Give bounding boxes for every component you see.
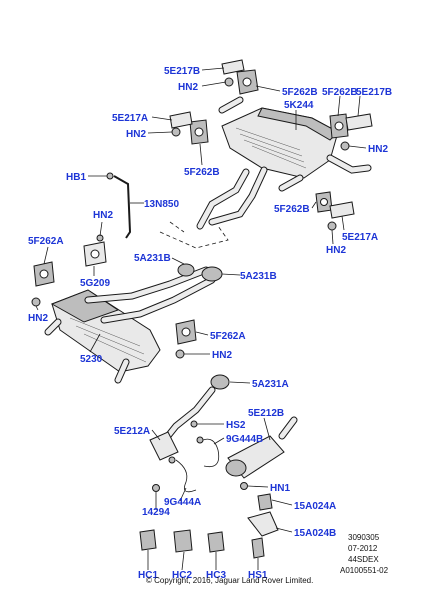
bracket-5E217A-right bbox=[329, 201, 355, 219]
callout-HC2: HC2 bbox=[172, 570, 192, 581]
front-connecting-pipes bbox=[84, 266, 216, 324]
callout-HN2-top: HN2 bbox=[178, 82, 198, 93]
callout-labels: 5E217B HN2 5F262B 5F262B 5E217B 5K244 5E… bbox=[28, 66, 392, 581]
callout-HN2-muffler: HN2 bbox=[212, 350, 232, 361]
callout-5F262B-right-top: 5F262B bbox=[322, 87, 358, 98]
callout-HC1: HC1 bbox=[138, 570, 158, 581]
hanger-5F262B-top-left bbox=[236, 69, 259, 95]
callout-HN2-far-left: HN2 bbox=[28, 313, 48, 324]
callout-HN2-lower-right: HN2 bbox=[326, 245, 346, 256]
clamp-HC2 bbox=[173, 529, 193, 553]
callout-9G444A: 9G444A bbox=[164, 497, 201, 508]
callout-15A024A: 15A024A bbox=[294, 501, 336, 512]
catalyst-5E212B bbox=[225, 416, 298, 479]
oxygen-sensor-9G444B bbox=[196, 436, 220, 468]
callout-5E217A-top: 5E217A bbox=[112, 113, 148, 124]
leader-lines bbox=[35, 67, 367, 571]
line-art bbox=[31, 59, 373, 559]
nut-HN1 bbox=[240, 482, 248, 490]
callout-5E217A-right: 5E217A bbox=[342, 232, 378, 243]
clamp-HC3 bbox=[207, 531, 225, 553]
callout-5F262B-top: 5F262B bbox=[282, 87, 318, 98]
callout-13N850: 13N850 bbox=[144, 199, 179, 210]
copyright-notice: © Copyright, 2016, Jaguar Land Rover Lim… bbox=[146, 576, 313, 585]
callout-5A231B-left: 5A231B bbox=[134, 253, 171, 264]
hanger-5G209 bbox=[83, 234, 107, 267]
callout-HS1: HS1 bbox=[248, 570, 268, 581]
oxygen-sensor-9G444A bbox=[168, 456, 197, 493]
callout-5K244: 5K244 bbox=[284, 100, 314, 111]
callout-5F262A-right: 5F262A bbox=[210, 331, 246, 342]
stud-15A024A bbox=[257, 493, 273, 511]
downpipe-5E212A bbox=[149, 386, 216, 461]
callout-HS2: HS2 bbox=[226, 420, 246, 431]
callout-HN2-left: HN2 bbox=[126, 129, 146, 140]
stud-HS2 bbox=[190, 420, 198, 428]
callout-HN2-right: HN2 bbox=[368, 144, 388, 155]
clamp-5A231B-right bbox=[201, 266, 223, 282]
callout-5F262B-left: 5F262B bbox=[184, 167, 220, 178]
callout-HC3: HC3 bbox=[206, 570, 226, 581]
callout-5E212A: 5E212A bbox=[114, 426, 150, 437]
nut-group bbox=[31, 77, 350, 359]
hanger-5F262A-left bbox=[33, 261, 55, 287]
callout-HN1: HN1 bbox=[270, 483, 290, 494]
callout-5G209: 5G209 bbox=[80, 278, 110, 289]
callout-5E217B-top: 5E217B bbox=[164, 66, 200, 77]
callout-14294: 14294 bbox=[142, 507, 170, 518]
illustration-meta: 3090305 07-2012 44SDEX A0100551-02 © Cop… bbox=[146, 533, 389, 585]
bracket-5E217B-top bbox=[221, 59, 245, 75]
callout-5E212B: 5E212B bbox=[248, 408, 284, 419]
callout-HB1: HB1 bbox=[66, 172, 86, 183]
callout-HN2-mid: HN2 bbox=[93, 210, 113, 221]
clamp-5A231A bbox=[210, 374, 230, 390]
clamp-5A231B-left bbox=[177, 263, 195, 277]
ref-number: 3090305 bbox=[348, 533, 380, 542]
stud-HS1 bbox=[251, 537, 265, 559]
gasket-14294 bbox=[152, 484, 160, 492]
callout-5F262B-lower: 5F262B bbox=[274, 204, 310, 215]
callout-15A024B: 15A024B bbox=[294, 528, 336, 539]
model-code: 44SDEX bbox=[348, 555, 379, 564]
callout-5F262A-left: 5F262A bbox=[28, 236, 64, 247]
heat-shield-rod-13N850 bbox=[106, 172, 132, 239]
bracket-5E217A-top bbox=[169, 111, 193, 129]
callout-5A231A: 5A231A bbox=[252, 379, 289, 390]
callout-9G444B: 9G444B bbox=[226, 434, 263, 445]
rear-muffler-5K244 bbox=[218, 96, 372, 192]
hanger-5F262A-right bbox=[175, 319, 197, 345]
bracket-5E217B-right bbox=[345, 113, 373, 131]
date-code: 07-2012 bbox=[348, 544, 378, 553]
hanger-5F262B-lower-right bbox=[315, 191, 333, 213]
callout-5230: 5230 bbox=[80, 354, 103, 365]
hanger-5F262B-right bbox=[329, 113, 349, 139]
callout-5A231B-right: 5A231B bbox=[240, 271, 277, 282]
clamp-HC1 bbox=[139, 529, 157, 551]
callout-5E217B-right: 5E217B bbox=[356, 87, 392, 98]
illustration-id: A0100551-02 bbox=[340, 566, 389, 575]
front-muffler-5230 bbox=[44, 289, 161, 384]
hanger-5F262B-left bbox=[189, 119, 209, 145]
intermediate-pipes bbox=[159, 166, 268, 249]
